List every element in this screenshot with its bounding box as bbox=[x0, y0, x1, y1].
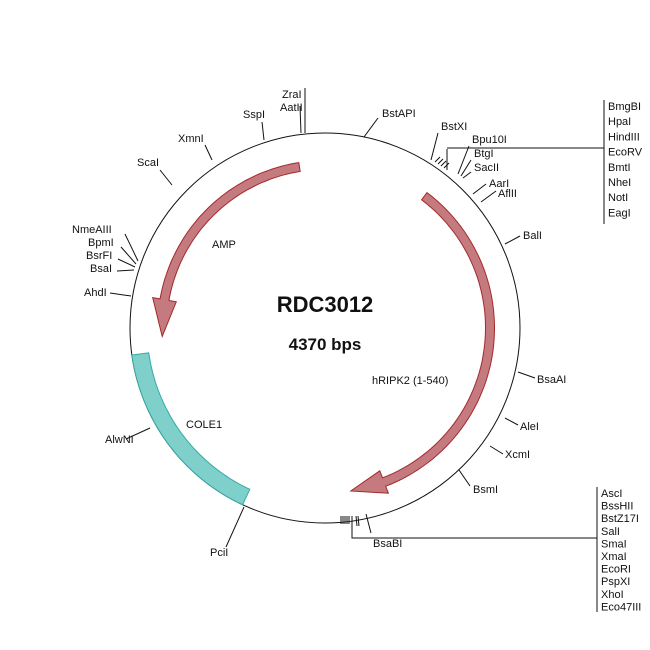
site-bsshii[interactable]: BssHII bbox=[601, 501, 633, 513]
site-sali[interactable]: SalI bbox=[601, 526, 620, 538]
cole1-feature-band[interactable] bbox=[131, 352, 251, 506]
site-pcii[interactable]: PciI bbox=[210, 547, 228, 559]
site-bpu10i[interactable]: Bpu10I bbox=[472, 134, 507, 146]
backbone-circle bbox=[129, 132, 521, 524]
amp-label: AMP bbox=[212, 239, 236, 251]
site-bpmi[interactable]: BpmI bbox=[88, 237, 114, 249]
site-nhei[interactable]: NheI bbox=[608, 177, 631, 189]
site-ecori[interactable]: EcoRI bbox=[601, 564, 631, 576]
site-aflii[interactable]: AflII bbox=[498, 188, 517, 200]
site-alwni[interactable]: AlwNI bbox=[105, 434, 134, 446]
mcs-top-site-list: BmgBI HpaI HindIII EcoRV BmtI NheI NotI EagI bbox=[608, 101, 643, 219]
site-bali[interactable]: BalI bbox=[523, 230, 542, 242]
mcs-bottom-site-list: AscIBssHIIBstZ17ISalISmaIXmaIEcoRIPspXIX… bbox=[601, 488, 641, 613]
site-bstxi[interactable]: BstXI bbox=[441, 121, 467, 133]
site-xmni[interactable]: XmnI bbox=[178, 133, 204, 145]
site-eagi[interactable]: EagI bbox=[608, 207, 631, 219]
site-bsabi[interactable]: BsaBI bbox=[373, 538, 402, 550]
site-ecorv[interactable]: EcoRV bbox=[608, 147, 643, 159]
site-bmti[interactable]: BmtI bbox=[608, 162, 631, 174]
site-scai[interactable]: ScaI bbox=[137, 157, 159, 169]
hripk2-feature-arrow[interactable] bbox=[349, 191, 496, 494]
cole1-label: COLE1 bbox=[186, 419, 222, 431]
site-btgi[interactable]: BtgI bbox=[474, 148, 494, 160]
site-alei[interactable]: AleI bbox=[520, 421, 539, 433]
site-nmeaiii[interactable]: NmeAIII bbox=[72, 224, 112, 236]
site-pspxi[interactable]: PspXI bbox=[601, 576, 630, 588]
site-bmgbi[interactable]: BmgBI bbox=[608, 101, 641, 113]
site-bstz17i[interactable]: BstZ17I bbox=[601, 513, 639, 525]
site-labels: ZraI AatII SspI XmnI ScaI BstAPI BstXI B… bbox=[72, 89, 566, 559]
site-hpai[interactable]: HpaI bbox=[608, 116, 631, 128]
site-sspi[interactable]: SspI bbox=[243, 109, 265, 121]
site-bsmi[interactable]: BsmI bbox=[473, 484, 498, 496]
site-eco47iii[interactable]: Eco47III bbox=[601, 601, 641, 613]
site-bsrfi[interactable]: BsrFI bbox=[86, 250, 112, 262]
site-bsaai[interactable]: BsaAI bbox=[537, 374, 566, 386]
plasmid-name: RDC3012 bbox=[277, 292, 374, 317]
amp-feature-arrow[interactable] bbox=[152, 162, 301, 339]
site-bsai[interactable]: BsaI bbox=[90, 263, 112, 275]
site-ticks bbox=[109, 88, 605, 612]
site-smai[interactable]: SmaI bbox=[601, 538, 627, 550]
plasmid-size: 4370 bps bbox=[289, 335, 362, 354]
site-sacii[interactable]: SacII bbox=[474, 162, 499, 174]
site-aari[interactable]: AarI bbox=[489, 178, 509, 190]
site-ahdi[interactable]: AhdI bbox=[84, 287, 107, 299]
hripk2-label: hRIPK2 (1-540) bbox=[372, 375, 448, 387]
site-noti[interactable]: NotI bbox=[608, 192, 628, 204]
site-xhoi[interactable]: XhoI bbox=[601, 589, 624, 601]
site-bstapi[interactable]: BstAPI bbox=[382, 108, 416, 120]
site-zrai[interactable]: ZraI bbox=[282, 89, 302, 101]
site-xmai[interactable]: XmaI bbox=[601, 551, 627, 563]
site-hindiii[interactable]: HindIII bbox=[608, 131, 640, 143]
site-asci[interactable]: AscI bbox=[601, 488, 622, 500]
site-xcmi[interactable]: XcmI bbox=[505, 449, 530, 461]
site-aatii[interactable]: AatII bbox=[280, 102, 303, 114]
